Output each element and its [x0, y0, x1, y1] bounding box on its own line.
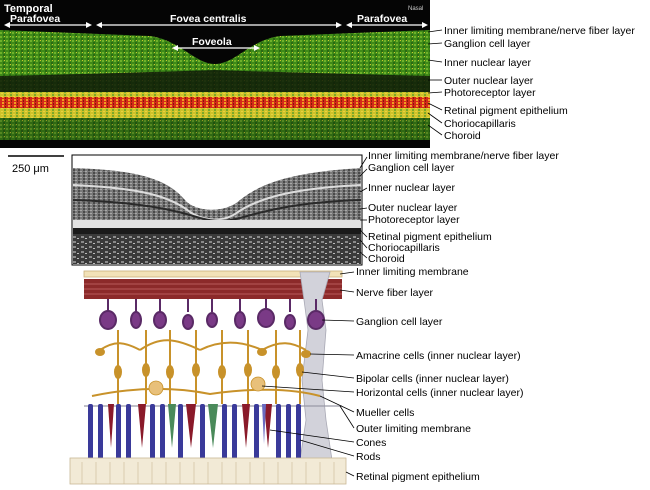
histology-layer-label-ilm: Inner limiting membrane/nerve fiber laye…	[368, 150, 559, 162]
schematic-label-mueller-cells: Mueller cells	[356, 407, 414, 419]
schematic-label-cones: Cones	[356, 437, 386, 449]
oct-layer-label-choriocapillaris: Choriocapillaris	[444, 118, 516, 130]
schematic-label-rpe: Retinal pigment epithelium	[356, 471, 480, 483]
oct-layer-label-inner-nuclear: Inner nuclear layer	[444, 57, 531, 69]
schematic-panel: Inner limiting membrane Nerve fiber laye…	[70, 266, 523, 484]
schematic-label-inner-limiting-membrane: Inner limiting membrane	[356, 266, 469, 278]
oct-layer-label-photoreceptor: Photoreceptor layer	[444, 87, 536, 99]
histology-rpe-band	[73, 228, 361, 234]
oct-layer-label-choroid: Choroid	[444, 130, 481, 142]
schematic-label-rods: Rods	[356, 451, 381, 463]
schematic-label-nerve-fiber-layer: Nerve fiber layer	[356, 287, 434, 299]
histology-choroid	[73, 234, 361, 264]
oct-photoreceptor-band	[0, 92, 430, 97]
oct-leader-lines	[428, 30, 442, 135]
schematic-label-ganglion-cell-layer: Ganglion cell layer	[356, 316, 443, 328]
oct-choriocapillaris	[0, 108, 430, 118]
scale-bar: 250 μm	[8, 156, 64, 175]
oct-choroid	[0, 118, 430, 140]
histology-panel: Inner limiting membrane/nerve fiber laye…	[72, 150, 559, 265]
oct-layer-label-ilm: Inner limiting membrane/nerve fiber laye…	[444, 25, 635, 37]
oct-right-parafovea-label: Parafovea	[357, 13, 407, 25]
ganglion-cells	[100, 299, 324, 329]
oct-left-parafovea-label: Parafovea	[10, 13, 60, 25]
histology-layer-label-inner-nuclear: Inner nuclear layer	[368, 182, 455, 194]
histology-layer-label-ganglion: Ganglion cell layer	[368, 162, 455, 174]
oct-layer-label-rpe: Retinal pigment epithelium	[444, 105, 568, 117]
histology-layer-label-choroid: Choroid	[368, 253, 405, 265]
oct-layer-label-ganglion: Ganglion cell layer	[444, 38, 531, 50]
bipolar-amacrine-horizontal-cells	[92, 330, 320, 404]
oct-rpe-band	[0, 97, 430, 108]
oct-panel: Temporal Nasal Parafovea Fovea centralis…	[0, 0, 635, 148]
schematic-label-outer-limiting-membrane: Outer limiting membrane	[356, 423, 471, 435]
histology-photoreceptor-band	[73, 220, 361, 228]
oct-layer-label-outer-nuclear: Outer nuclear layer	[444, 75, 534, 87]
oct-foveola-label: Foveola	[192, 36, 232, 48]
histology-layer-label-photoreceptor: Photoreceptor layer	[368, 214, 460, 226]
photoreceptors	[88, 404, 301, 460]
schematic-label-horizontal-cells: Horizontal cells (inner nuclear layer)	[356, 387, 523, 399]
oct-fovea-centralis-label: Fovea centralis	[170, 13, 247, 25]
scale-bar-label: 250 μm	[12, 163, 49, 175]
schematic-label-bipolar-cells: Bipolar cells (inner nuclear layer)	[356, 373, 509, 385]
oct-nasal-label: Nasal	[408, 6, 423, 12]
histology-layer-label-outer-nuclear: Outer nuclear layer	[368, 202, 458, 214]
schematic-label-amacrine-cells: Amacrine cells (inner nuclear layer)	[356, 350, 521, 362]
